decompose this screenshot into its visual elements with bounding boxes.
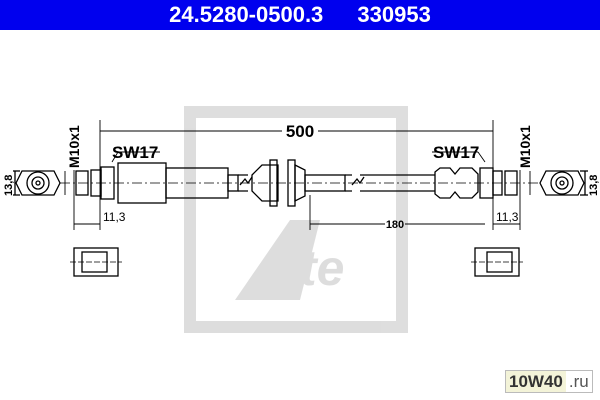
watermark-part2: .ru	[565, 371, 592, 392]
left-port-section	[70, 247, 122, 277]
watermark-part1: 10W40	[506, 371, 566, 392]
wrench-size-right: SW17	[433, 143, 479, 162]
svg-text:te: te	[300, 240, 344, 296]
reference-number: 330953	[357, 2, 431, 27]
middle-sleeve	[251, 159, 346, 207]
thread-right: M10x1	[517, 125, 533, 168]
watermark: 10W40 .ru	[505, 370, 593, 393]
dimension-lines	[64, 120, 531, 230]
left-fitting	[75, 162, 239, 204]
right-port-section	[471, 247, 523, 277]
hex-size-left: 13,8	[3, 175, 15, 196]
right-hex-nut-end-view	[539, 170, 588, 196]
fitting-length-left: 11,3	[103, 210, 126, 224]
wrench-size-left: SW17	[112, 143, 158, 162]
break-marks	[238, 174, 435, 192]
part-number: 24.5280-0500.3	[169, 2, 324, 27]
left-hex-nut-end-view	[13, 170, 61, 196]
fitting-length-right: 11,3	[496, 210, 519, 224]
ate-logo-watermark: te	[184, 106, 408, 333]
title-bar: 24.5280-0500.3 330953	[0, 0, 600, 30]
thread-left: M10x1	[66, 125, 82, 168]
partial-length-dimension: 180	[386, 219, 404, 231]
hex-size-right: 13,8	[588, 175, 600, 196]
length-dimension: 500	[286, 122, 314, 141]
